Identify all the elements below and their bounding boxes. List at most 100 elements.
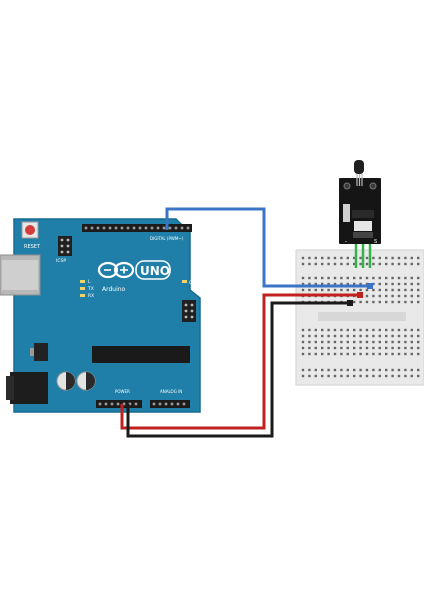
breadboard-hole	[301, 368, 305, 372]
breadboard-hole	[417, 262, 420, 266]
breadboard-hole	[365, 256, 369, 260]
breadboard-hole	[308, 334, 311, 338]
breadboard-hole	[308, 368, 311, 372]
breadboard-hole	[340, 340, 343, 344]
breadboard-hole	[308, 276, 311, 280]
breadboard-hole	[353, 276, 356, 280]
breadboard-hole	[353, 346, 356, 350]
breadboard-hole	[359, 288, 362, 292]
breadboard-hole	[301, 282, 305, 286]
breadboard-hole	[359, 256, 362, 260]
breadboard-hole	[365, 374, 369, 378]
breadboard-hole	[391, 282, 394, 286]
breadboard-hole	[359, 334, 362, 338]
breadboard-hole	[327, 328, 330, 332]
breadboard-hole	[308, 352, 311, 356]
breadboard-hole	[314, 288, 317, 292]
breadboard-hole	[365, 328, 369, 332]
breadboard-hole	[417, 276, 420, 280]
breadboard-hole	[301, 346, 305, 350]
breadboard-hole	[397, 328, 401, 332]
breadboard-hole	[327, 276, 330, 280]
icsp-header-right	[182, 300, 196, 322]
breadboard-hole	[385, 276, 388, 280]
breadboard-hole	[353, 368, 356, 372]
power-pin	[98, 402, 102, 406]
power-pin	[116, 402, 120, 406]
breadboard-hole	[378, 276, 381, 280]
breadboard-hole	[359, 300, 362, 304]
breadboard-hole	[397, 346, 401, 350]
analog-pin	[164, 402, 168, 406]
power-pin	[110, 402, 114, 406]
breadboard-hole	[353, 282, 356, 286]
breadboard-hole	[391, 276, 394, 280]
breadboard-hole	[321, 368, 324, 372]
breadboard-hole	[314, 368, 317, 372]
breadboard-hole	[333, 276, 337, 280]
sensor-pin-header	[352, 210, 374, 218]
digital-pin	[90, 226, 94, 230]
digital-pin	[156, 226, 160, 230]
breadboard-hole	[385, 328, 388, 332]
digital-pin	[126, 226, 130, 230]
digital-pin	[108, 226, 112, 230]
breadboard-hole	[397, 300, 401, 304]
breadboard-hole	[353, 256, 356, 260]
breadboard-hole	[340, 374, 343, 378]
breadboard-hole	[391, 288, 394, 292]
breadboard-hole	[391, 346, 394, 350]
breadboard-hole	[391, 368, 394, 372]
breadboard-hole	[410, 328, 413, 332]
breadboard-hole	[314, 374, 317, 378]
breadboard-hole	[327, 288, 330, 292]
breadboard-hole	[410, 282, 413, 286]
breadboard-hole	[359, 340, 362, 344]
analog-header	[150, 400, 190, 408]
board-brand: UNO	[140, 264, 170, 278]
breadboard-hole	[333, 374, 337, 378]
breadboard-hole	[353, 288, 356, 292]
breadboard-hole	[372, 328, 375, 332]
breadboard-hole	[359, 328, 362, 332]
breadboard-hole	[327, 282, 330, 286]
breadboard-hole	[353, 334, 356, 338]
breadboard-hole	[385, 262, 388, 266]
digital-label: DIGITAL (PWM~)	[150, 236, 184, 241]
breadboard	[295, 249, 424, 386]
breadboard-hole	[378, 300, 381, 304]
breadboard-hole	[301, 340, 305, 344]
breadboard-hole	[372, 346, 375, 350]
breadboard-hole	[410, 256, 413, 260]
breadboard-hole	[365, 276, 369, 280]
breadboard-hole	[385, 256, 388, 260]
breadboard-hole	[385, 294, 388, 298]
power-pin	[104, 402, 108, 406]
breadboard-hole	[385, 368, 388, 372]
breadboard-hole	[404, 328, 407, 332]
digital-pin	[168, 226, 172, 230]
status-leds	[80, 280, 85, 297]
breadboard-hole	[346, 352, 349, 356]
led-l-label: L	[88, 279, 91, 285]
breadboard-hole	[340, 282, 343, 286]
breadboard-hole	[365, 346, 369, 350]
breadboard-hole	[359, 282, 362, 286]
breadboard-hole	[391, 294, 394, 298]
breadboard-hole	[391, 328, 394, 332]
breadboard-hole	[359, 276, 362, 280]
breadboard-hole	[417, 294, 420, 298]
arduino-board: RESET ICSP DIGITAL (PWM~) UNO Arduino	[0, 218, 201, 413]
breadboard-hole	[353, 262, 356, 266]
breadboard-hole	[372, 300, 375, 304]
wires	[120, 207, 370, 438]
breadboard-hole	[340, 262, 343, 266]
breadboard-hole	[397, 256, 401, 260]
breadboard-hole	[385, 346, 388, 350]
breadboard-hole	[308, 328, 311, 332]
digital-header	[82, 224, 192, 232]
breadboard-hole	[314, 282, 317, 286]
breadboard-hole	[365, 262, 369, 266]
board-maker: Arduino	[102, 286, 126, 293]
breadboard-hole	[321, 256, 324, 260]
